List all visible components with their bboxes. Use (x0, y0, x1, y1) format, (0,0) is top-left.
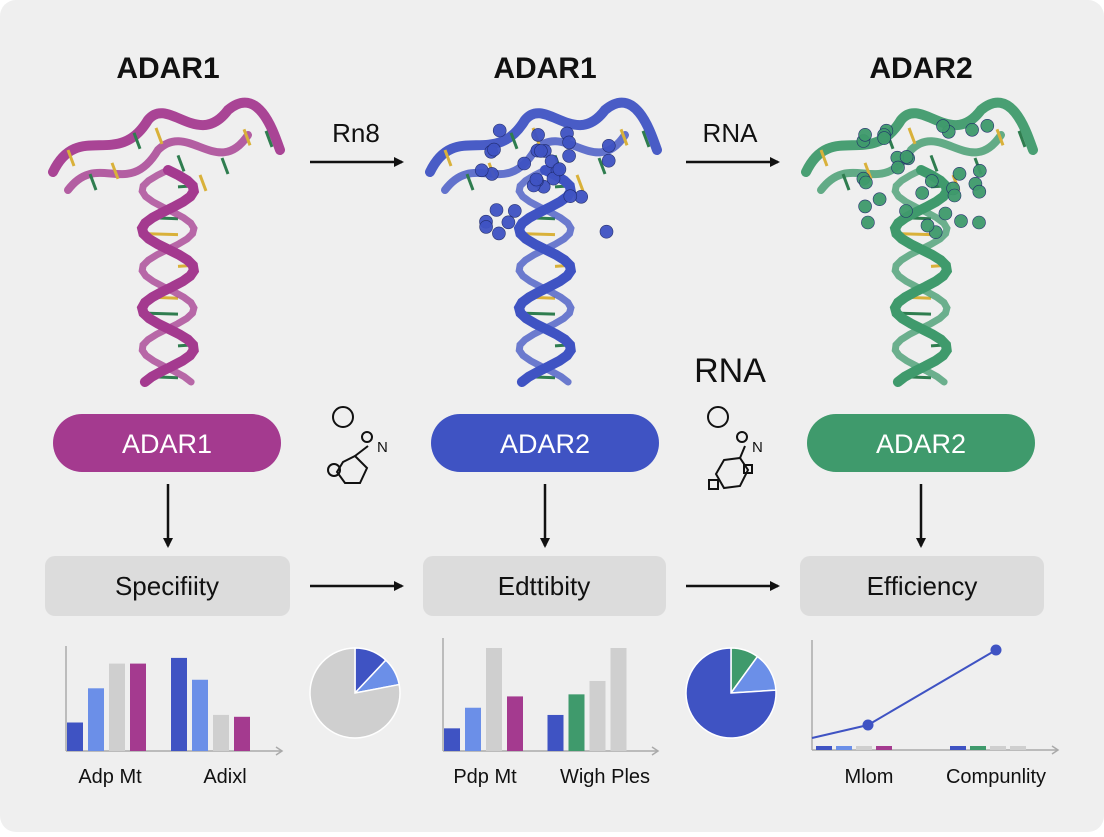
tick-label: Adp Mt (78, 766, 142, 788)
protein-bead (859, 128, 872, 141)
protein-bead (981, 119, 994, 132)
bar (507, 696, 523, 751)
tick-label: Adixl (203, 766, 246, 788)
metric-box-label-3: Efficiency (867, 571, 978, 601)
flow-arrow-label-1: Rn8 (332, 118, 380, 148)
bar (836, 746, 852, 750)
pie-chart-1 (310, 648, 400, 738)
protein-bead (973, 216, 986, 229)
bar (213, 715, 229, 751)
protein-bead (532, 128, 545, 141)
protein-bead (602, 139, 615, 152)
bar (548, 715, 564, 751)
protein-bead (921, 219, 934, 232)
protein-bead (490, 204, 503, 217)
protein-bead (488, 143, 501, 156)
bar (192, 680, 208, 751)
floating-rna-label: RNA (694, 352, 766, 390)
tick-label: Mlom (845, 766, 894, 788)
protein-bead (530, 173, 543, 186)
protein-bead (600, 225, 613, 238)
protein-bead (534, 145, 547, 158)
bar (590, 681, 606, 751)
protein-bead (900, 150, 913, 163)
protein-bead (508, 204, 521, 217)
protein-bead (878, 132, 891, 145)
pill-label-3: ADAR2 (876, 429, 966, 459)
protein-bead (563, 149, 576, 162)
tick-label: Wigh Ples (560, 766, 650, 788)
protein-bead (916, 187, 929, 200)
bar (130, 664, 146, 751)
protein-bead (563, 136, 576, 149)
protein-bead (955, 215, 968, 228)
protein-bead (925, 175, 938, 188)
pill-adar1-magenta: ADAR1 (53, 414, 281, 472)
tick-label: Compunlity (946, 766, 1046, 788)
protein-bead (502, 216, 515, 229)
bar (950, 746, 966, 750)
structure-title-3: ADAR2 (869, 52, 972, 85)
protein-bead (475, 164, 488, 177)
metric-box-label-2: Edttibity (498, 571, 591, 601)
protein-bead (518, 157, 531, 170)
tick-label: Pdp Mt (453, 766, 517, 788)
pie-chart-2 (686, 648, 776, 738)
bar (569, 694, 585, 751)
flow-arrow-label-2: RNA (703, 118, 759, 148)
svg-text:N: N (752, 439, 763, 456)
structure-title-1: ADAR1 (116, 52, 219, 85)
protein-bead (859, 176, 872, 189)
protein-bead (493, 124, 506, 137)
bar (444, 728, 460, 751)
bar (486, 648, 502, 751)
bar (67, 723, 83, 752)
pill-label-2: ADAR2 (500, 429, 590, 459)
pill-label-1: ADAR1 (122, 429, 212, 459)
protein-bead (973, 164, 986, 177)
metric-box-editability: Edttibity (423, 556, 666, 616)
protein-bead (966, 123, 979, 136)
bar (611, 648, 627, 751)
bar (876, 746, 892, 750)
bar (1010, 746, 1026, 750)
metric-box-efficiency: Efficiency (800, 556, 1044, 616)
bar (109, 664, 125, 751)
svg-text:N: N (377, 439, 388, 456)
protein-bead (873, 193, 886, 206)
bar (990, 746, 1006, 750)
pill-adar2-green: ADAR2 (807, 414, 1035, 472)
bar (88, 688, 104, 751)
protein-bead (953, 167, 966, 180)
bar (856, 746, 872, 750)
protein-bead (939, 207, 952, 220)
structure-title-2: ADAR1 (493, 52, 596, 85)
protein-bead (937, 120, 950, 133)
bar (970, 746, 986, 750)
protein-bead (564, 190, 577, 203)
metric-box-label-1: Specifiity (115, 571, 219, 601)
bar (465, 708, 481, 751)
protein-bead (973, 185, 986, 198)
protein-bead (480, 220, 493, 233)
pill-adar2-blue: ADAR2 (431, 414, 659, 472)
protein-bead (553, 163, 566, 176)
metric-box-specificity: Specifiity (45, 556, 290, 616)
bar (816, 746, 832, 750)
protein-bead (861, 216, 874, 229)
protein-bead (948, 189, 961, 202)
protein-bead (602, 154, 615, 167)
bar (171, 658, 187, 751)
protein-bead (859, 200, 872, 213)
protein-bead (492, 227, 505, 240)
protein-bead (892, 161, 905, 174)
protein-bead (900, 205, 913, 218)
bar (234, 717, 250, 751)
